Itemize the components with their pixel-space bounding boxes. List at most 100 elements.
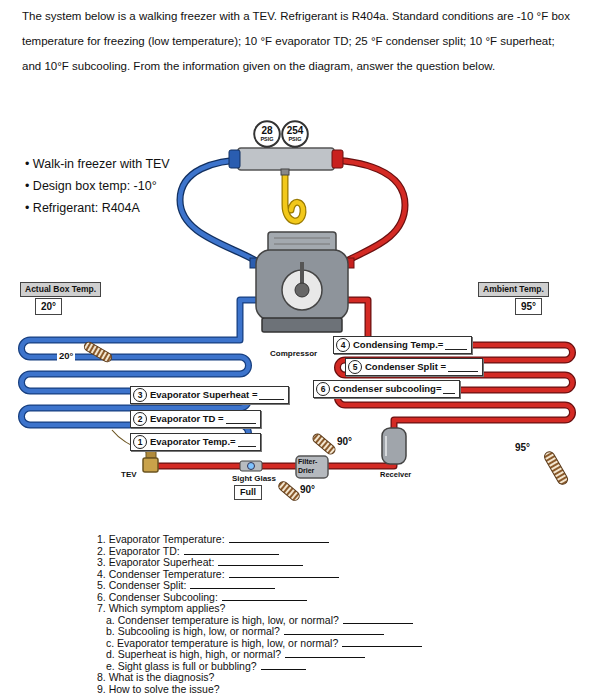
question-line: 7. Which symptom applies? bbox=[97, 602, 225, 614]
gauge-hoses bbox=[285, 174, 303, 221]
gauge-manifold bbox=[229, 150, 240, 168]
gauge-ring bbox=[282, 121, 308, 147]
pressure-gauge: 254PSIG bbox=[281, 120, 309, 148]
label-text: • Walk-in freezer with TEV bbox=[25, 157, 170, 172]
answer-blank bbox=[190, 587, 275, 589]
diagram-label: • Refrigerant: R404A bbox=[25, 201, 140, 216]
question-text: 9. How to solve the issue? bbox=[97, 683, 220, 695]
question-line: c. Evaporator temperature is high, low, … bbox=[106, 637, 422, 649]
sight-glass-fitting bbox=[240, 461, 262, 471]
liquid-line bbox=[158, 458, 394, 466]
question-text: 1. Evaporator Temperature: bbox=[97, 533, 225, 545]
callout-number: 1 bbox=[133, 435, 147, 449]
gauge-hoses bbox=[285, 174, 303, 221]
label-text: 20° bbox=[57, 350, 75, 361]
diagram-label: 20° bbox=[57, 350, 75, 361]
condenser-coil bbox=[338, 300, 573, 430]
liquid-line bbox=[158, 458, 394, 466]
pressure-gauge: 28PSIG bbox=[253, 120, 281, 148]
callout-text: Condenser Split = bbox=[365, 361, 446, 373]
filter-drier bbox=[296, 456, 328, 478]
diagram-label: • Design box temp: -10° bbox=[25, 179, 157, 194]
temperature-box: Actual Box Temp.20° bbox=[20, 282, 101, 315]
answer-blank bbox=[342, 645, 422, 647]
question-text: 8. What is the diagnosis? bbox=[97, 671, 214, 683]
thermometer bbox=[277, 480, 301, 502]
answer-blank bbox=[226, 422, 256, 424]
callout-text: Evaporator Superheat = bbox=[150, 389, 257, 401]
question-line: b. Subcooling is high, low, or normal? bbox=[106, 625, 384, 637]
thermometer bbox=[311, 432, 337, 456]
callout-text: Evaporator Temp.= bbox=[150, 436, 236, 448]
question-line: 1. Evaporator Temperature: bbox=[97, 533, 329, 545]
answer-blank bbox=[284, 633, 384, 635]
gauge-unit: PSIG bbox=[260, 136, 273, 142]
question-text: 2. Evaporator TD: bbox=[97, 545, 180, 557]
answer-blank bbox=[285, 656, 365, 658]
label-text: Receiver bbox=[380, 470, 411, 479]
callout-text: Evaporator TD = bbox=[150, 413, 224, 425]
gauge-manifold bbox=[332, 150, 343, 168]
callout-box: 4Condensing Temp.= bbox=[333, 336, 472, 354]
gauge-hoses bbox=[180, 160, 258, 262]
tev-valve bbox=[143, 458, 158, 472]
sight-glass-label: Sight Glass bbox=[232, 474, 276, 484]
question-line: 6. Condenser Subcooling: bbox=[97, 591, 307, 603]
question-text: c. Evaporator temperature is high, low, … bbox=[106, 637, 338, 649]
answer-blank bbox=[448, 370, 478, 372]
question-line: 9. How to solve the issue? bbox=[97, 683, 220, 695]
filter-drier bbox=[296, 456, 328, 478]
answer-blank bbox=[229, 576, 339, 578]
answer-blank bbox=[261, 668, 306, 670]
answer-blank bbox=[443, 392, 455, 394]
question-text: e. Sight glass is full or bubbling? bbox=[106, 660, 257, 672]
callout-box: 2Evaporator TD = bbox=[130, 410, 261, 428]
diagram-label: 95° bbox=[515, 442, 530, 454]
question-line: 4. Condenser Temperature: bbox=[97, 568, 339, 580]
question-line: a. Condenser temperature is high, low, o… bbox=[106, 614, 413, 626]
question-line: 5. Condenser Split: bbox=[97, 579, 275, 591]
answer-blank bbox=[259, 398, 284, 400]
question-text: 5. Condenser Split: bbox=[97, 579, 186, 591]
callout-box: 3Evaporator Superheat = bbox=[130, 386, 289, 404]
receiver bbox=[385, 436, 387, 456]
gauge-ring bbox=[254, 121, 280, 147]
temperature-value: 95° bbox=[515, 298, 542, 315]
answer-blank bbox=[229, 541, 329, 543]
callout-number: 3 bbox=[133, 388, 147, 402]
gauge-reading: 254 bbox=[287, 126, 304, 136]
temperature-value: 20° bbox=[35, 298, 62, 315]
question-text: 3. Evaporator Superheat: bbox=[97, 556, 214, 568]
question-text: 4. Condenser Temperature: bbox=[97, 568, 225, 580]
temperature-label: Ambient Temp. bbox=[478, 282, 549, 297]
gauge-unit: PSIG bbox=[288, 136, 301, 142]
callout-number: 4 bbox=[336, 338, 350, 352]
condenser-coil bbox=[338, 300, 573, 430]
answer-blank bbox=[184, 553, 279, 555]
intro-text: The system below is a walking freezer wi… bbox=[22, 4, 570, 79]
compressor bbox=[295, 283, 309, 297]
label-text: 90° bbox=[300, 484, 315, 496]
liquid-line bbox=[158, 458, 394, 466]
diagram-label: Compressor bbox=[270, 349, 317, 359]
sight-glass-box: Sight GlassFull bbox=[232, 474, 276, 500]
thermometer bbox=[543, 450, 570, 486]
callout-box: 1Evaporator Temp.= bbox=[130, 433, 261, 451]
compressor bbox=[250, 232, 354, 332]
compressor bbox=[262, 318, 342, 332]
thermometer bbox=[543, 450, 570, 486]
diagram-label: Filter- Drier bbox=[298, 457, 328, 475]
sight-glass-state: Full bbox=[234, 485, 262, 500]
diagram-label: 90° bbox=[300, 484, 315, 496]
temperature-label: Actual Box Temp. bbox=[20, 282, 101, 297]
gauge-manifold bbox=[229, 146, 343, 175]
gauge-manifold bbox=[238, 148, 334, 170]
compressor bbox=[256, 250, 348, 320]
label-text: Compressor bbox=[270, 349, 317, 359]
label-text: The system below is a walking freezer wi… bbox=[22, 4, 570, 79]
thermometer bbox=[83, 341, 113, 364]
gauge-hoses bbox=[180, 160, 405, 262]
answer-blank bbox=[445, 348, 467, 350]
condenser-coil bbox=[338, 300, 573, 430]
